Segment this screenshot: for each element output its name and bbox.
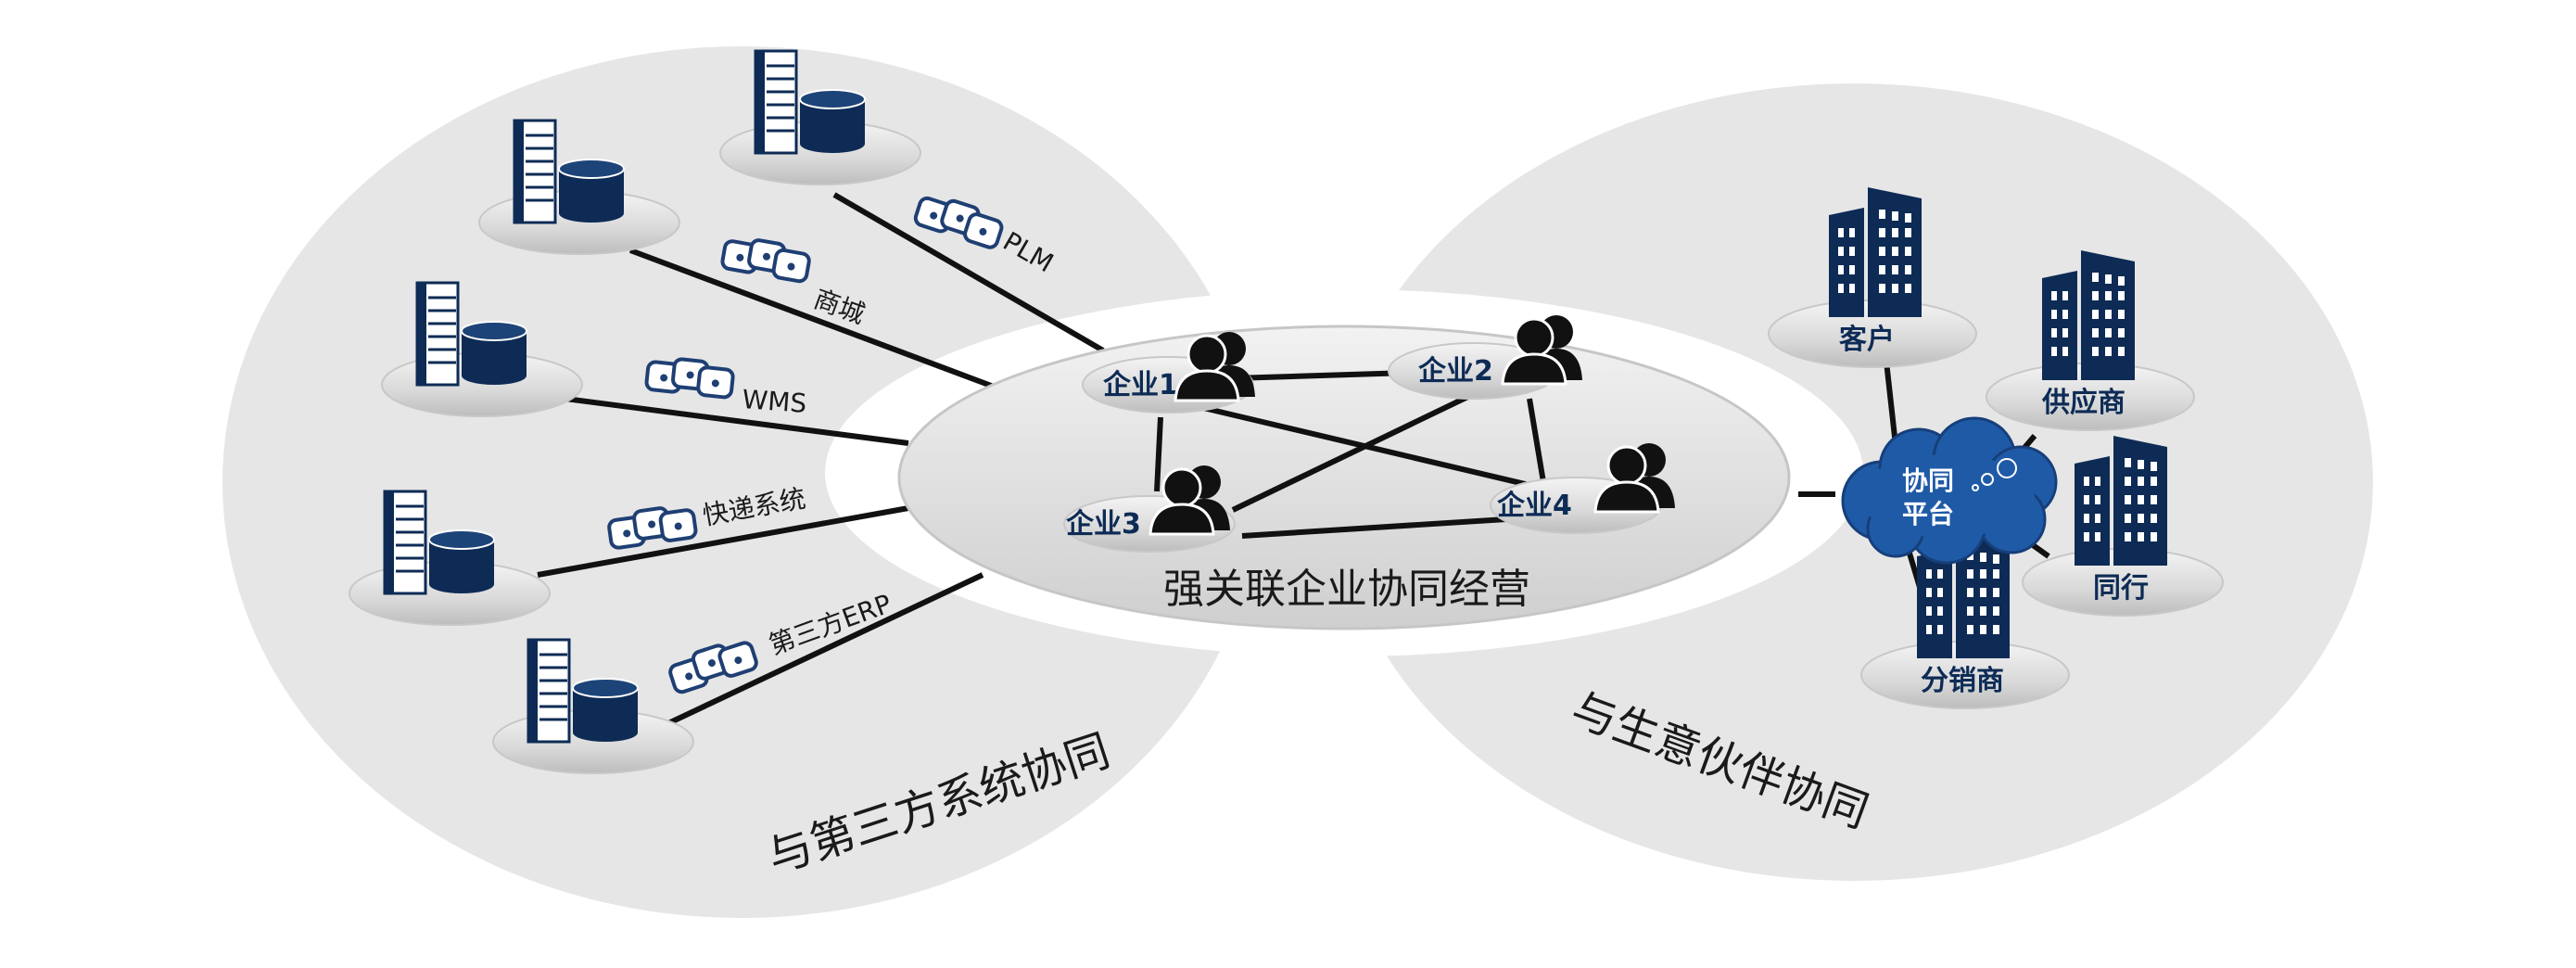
partner-label: 供应商 bbox=[2041, 387, 2126, 419]
partner-node-customer: 客户 bbox=[1768, 187, 1977, 368]
center-section-title: 强关联企业协同经营 bbox=[1163, 566, 1530, 613]
system-label-wms: WMS bbox=[742, 384, 808, 419]
enterprise-node-2: 企业2 bbox=[1388, 313, 1584, 400]
enterprise-node-1: 企业1 bbox=[1082, 330, 1257, 414]
partner-label: 客户 bbox=[1839, 324, 1895, 356]
enterprise-node-4: 企业4 bbox=[1490, 441, 1677, 534]
platform-label-line2: 平台 bbox=[1902, 499, 1954, 529]
partner-node-distributor: 分销商 bbox=[1860, 529, 2070, 709]
enterprise-node-3: 企业3 bbox=[1063, 464, 1236, 553]
left-background-blob bbox=[222, 46, 1261, 918]
partner-node-supplier: 供应商 bbox=[1986, 250, 2195, 431]
partner-node-peer: 同行 bbox=[2022, 436, 2224, 617]
enterprise-network-lines bbox=[1154, 370, 1577, 539]
platform-label-line1: 协同 bbox=[1902, 465, 1954, 496]
enterprise-label: 企业2 bbox=[1418, 355, 1493, 388]
partner-label: 分销商 bbox=[1921, 665, 2004, 697]
collaboration-platform: 协同 平台 bbox=[1841, 416, 2058, 565]
enterprise-label: 企业1 bbox=[1103, 369, 1178, 401]
enterprise-label: 企业4 bbox=[1497, 490, 1572, 522]
enterprise-label: 企业3 bbox=[1066, 508, 1141, 541]
partner-label: 同行 bbox=[2093, 572, 2149, 605]
left-connection-lines bbox=[537, 192, 1105, 735]
